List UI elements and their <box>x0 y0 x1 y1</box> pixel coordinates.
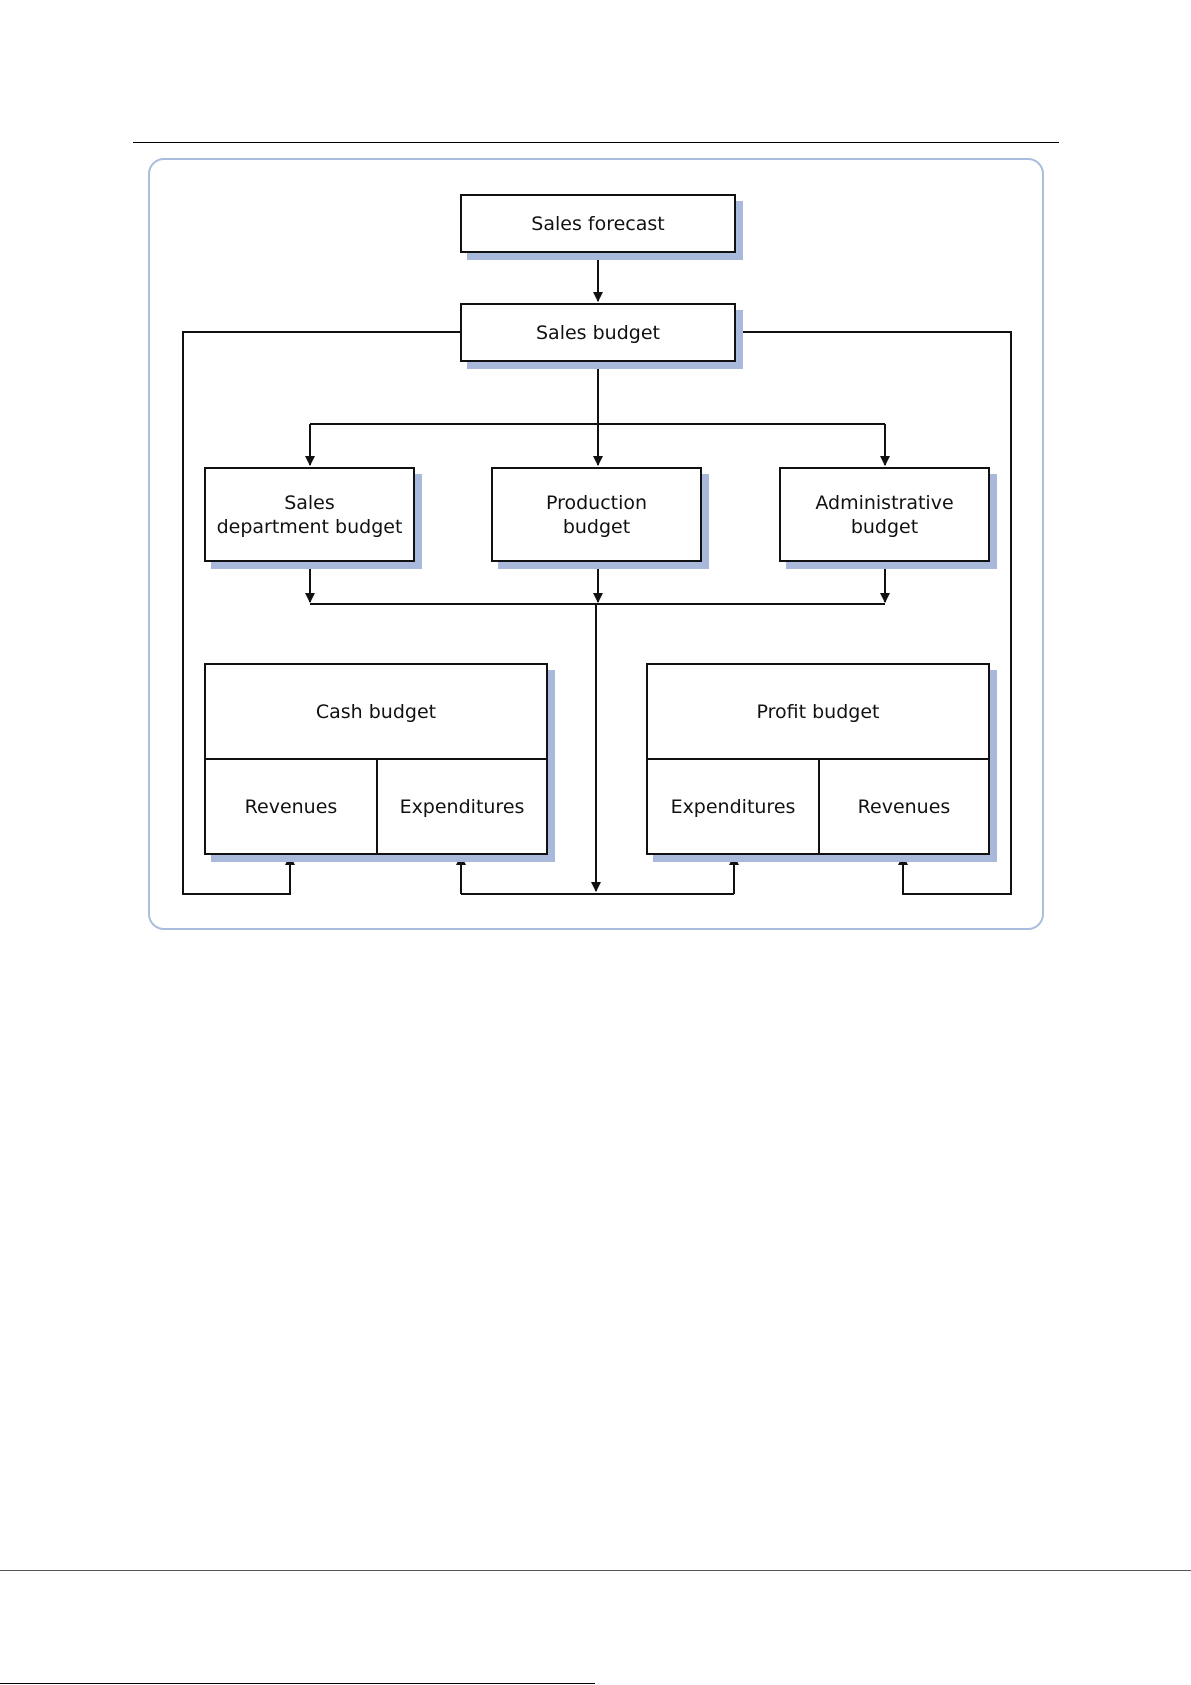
administrative-budget-box: Administrative budget <box>779 467 990 562</box>
cash-budget-revenues: Revenues <box>206 760 378 853</box>
profit-budget-revenues: Revenues <box>820 760 988 853</box>
sales-department-budget-box: Sales department budget <box>204 467 415 562</box>
sales-forecast-box: Sales forecast <box>460 194 736 253</box>
cash-budget-expenditures: Expenditures <box>378 760 546 853</box>
administrative-budget-label: Administrative budget <box>815 491 953 539</box>
production-budget-label: Production budget <box>546 491 647 539</box>
sales-forecast-label: Sales forecast <box>531 212 664 236</box>
page-bottom-rule <box>0 1570 1191 1571</box>
sales-budget-label: Sales budget <box>536 321 660 345</box>
profit-budget-box: Profit budget Expenditures Revenues <box>646 663 990 855</box>
cash-budget-box: Cash budget Revenues Expenditures <box>204 663 548 855</box>
sales-budget-box: Sales budget <box>460 303 736 362</box>
footnote-rule <box>0 1683 595 1684</box>
profit-budget-expenditures: Expenditures <box>648 760 820 853</box>
sales-department-budget-label: Sales department budget <box>217 491 403 539</box>
cash-budget-title: Cash budget <box>206 665 546 760</box>
profit-budget-title: Profit budget <box>648 665 988 760</box>
production-budget-box: Production budget <box>491 467 702 562</box>
